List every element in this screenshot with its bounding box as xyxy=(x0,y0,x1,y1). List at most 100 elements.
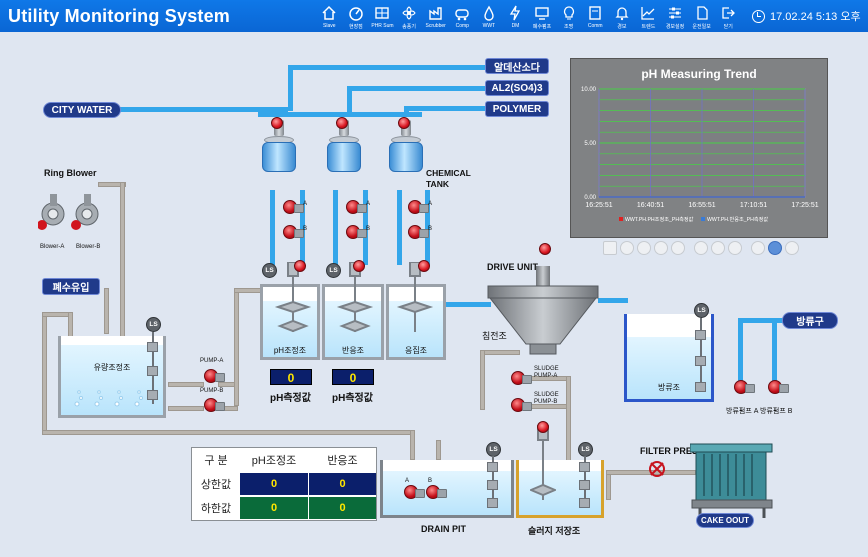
ls-sludge-float-1 xyxy=(579,462,590,472)
dosing-pump-3a[interactable] xyxy=(408,200,429,214)
blower-a-label: Blower-A xyxy=(40,244,65,250)
ls-sludge-float-2 xyxy=(579,480,590,490)
chart-refresh-button[interactable] xyxy=(751,241,765,255)
datetime-display: 17.02.24 5:13 오후 xyxy=(752,8,861,24)
pump-a-line xyxy=(168,382,204,387)
limit-table: 구 분 pH조정조 반응조 상한값 0 0 하한값 0 0 xyxy=(191,447,377,521)
nav-bulb[interactable]: 조명 xyxy=(555,2,582,30)
nav-logout[interactable]: 닫기 xyxy=(715,2,742,30)
legend-swatch-2 xyxy=(701,217,705,221)
nav-compressor[interactable]: Comp xyxy=(449,2,476,30)
lt-lower-reaction[interactable]: 0 xyxy=(309,497,376,519)
chemical-tank-1[interactable] xyxy=(262,120,296,176)
nav-label: DM xyxy=(511,23,520,29)
trend-icon xyxy=(641,7,655,20)
filter-valve-icon[interactable] xyxy=(648,460,666,478)
chart-next-button[interactable] xyxy=(694,241,708,255)
chem-tank-3-status-led[interactable] xyxy=(398,117,410,129)
sliders-icon xyxy=(669,7,682,19)
chem1-pipe-vertical xyxy=(288,65,293,111)
nav-gauge[interactable]: 현장점 xyxy=(343,2,370,30)
reaction-ph-value: 0 xyxy=(332,369,374,385)
dosing-pump-1b[interactable] xyxy=(283,225,304,239)
x-tick-label: 16:40:51 xyxy=(637,202,664,209)
chemical-tank-2[interactable] xyxy=(327,120,361,176)
chem-feed-1 xyxy=(270,190,275,265)
equalization-tank[interactable]: 유량조정조 xyxy=(58,336,166,418)
sludge-agitator-led[interactable] xyxy=(537,421,549,433)
nav-bolt[interactable]: DM xyxy=(502,2,529,30)
sludge-storage-label: 슬러지 저장조 xyxy=(528,526,581,536)
lt-upper-ph[interactable]: 0 xyxy=(240,473,308,495)
sludge-agitator-icon xyxy=(530,425,556,500)
chemical-tank-3[interactable] xyxy=(389,120,423,176)
ls-dis-float-2 xyxy=(695,356,706,366)
nav-sliders[interactable]: 경보설정 xyxy=(662,2,689,30)
city-water-label: CITY WATER xyxy=(43,102,121,118)
sludge-pump-a[interactable] xyxy=(511,371,532,385)
dosing-pump-3b[interactable] xyxy=(408,225,429,239)
ls-dis-float-3 xyxy=(695,382,706,392)
discharge-pump-b[interactable] xyxy=(768,380,789,394)
nav-label: Scrubber xyxy=(425,23,446,29)
dosing-pump-1a[interactable] xyxy=(283,200,304,214)
nav-water-drop[interactable]: WWT xyxy=(476,2,503,30)
chart-next-2-button[interactable] xyxy=(711,241,725,255)
nav-screen[interactable]: Comm xyxy=(582,2,609,30)
drive-unit-label: DRIVE UNIT xyxy=(487,262,539,272)
drive-unit-led[interactable] xyxy=(539,243,551,255)
discharge-pump-a[interactable] xyxy=(734,380,755,394)
transfer-pump-a[interactable] xyxy=(204,369,225,383)
sedimentation-clarifier[interactable] xyxy=(486,266,602,362)
chart-title: pH Measuring Trend xyxy=(641,67,757,81)
transfer-pump-b[interactable] xyxy=(204,398,225,412)
agitator-3-led[interactable] xyxy=(418,260,430,272)
drain-pump-b[interactable] xyxy=(426,485,447,499)
chart-settings-button[interactable] xyxy=(785,241,799,255)
chart-prev-2-button[interactable] xyxy=(637,241,651,255)
dosing-pump-2b[interactable] xyxy=(346,225,367,239)
x-tick-label: 16:55:51 xyxy=(688,202,715,209)
drain-pump-a[interactable] xyxy=(404,485,425,499)
chart-next-3-button[interactable] xyxy=(728,241,742,255)
ls-dis-float-1 xyxy=(695,330,706,340)
nav-label: 송풍기 xyxy=(402,24,416,30)
chem-tank-2-status-led[interactable] xyxy=(336,117,348,129)
chem3-pipe-vertical xyxy=(404,106,409,116)
nav-monitor[interactable]: 폐수펌프 xyxy=(529,2,556,30)
chart-prev-3-button[interactable] xyxy=(654,241,668,255)
legend-label-2: WWT.PH.반응조_PH측정값 xyxy=(707,215,768,223)
chart-prev-4-button[interactable] xyxy=(671,241,685,255)
chart-play-button[interactable] xyxy=(768,241,782,255)
agitator-1-led[interactable] xyxy=(294,260,306,272)
nav-fan[interactable]: 송풍기 xyxy=(396,2,423,30)
chart-page-first-button[interactable] xyxy=(603,241,617,255)
lt-upper-reaction[interactable]: 0 xyxy=(309,473,376,495)
nav-factory[interactable]: Scrubber xyxy=(422,2,449,30)
nav-home[interactable]: Slave xyxy=(316,2,343,30)
nav-document[interactable]: 운전일보 xyxy=(688,2,715,30)
filter-press-machine[interactable] xyxy=(690,440,780,522)
nav-trend[interactable]: 트렌드 xyxy=(635,2,662,30)
nav-bell[interactable]: 경보 xyxy=(609,2,636,30)
dosing-pump-2a[interactable] xyxy=(346,200,367,214)
chem-tank-1-status-led[interactable] xyxy=(271,117,283,129)
ph1-label: pH측정값 xyxy=(270,393,311,404)
lt-lower-ph[interactable]: 0 xyxy=(240,497,308,519)
y-tick-label: 5.00 xyxy=(584,141,596,147)
ls-discharge: LS xyxy=(694,303,709,318)
ls-sludge-float-3 xyxy=(579,498,590,508)
nav-label: Slave xyxy=(323,23,336,29)
chem3-label: POLYMER xyxy=(485,101,549,117)
nav-grid[interactable]: PHR Sum xyxy=(369,2,396,30)
chart-prev-button[interactable] xyxy=(620,241,634,255)
agitator-2-led[interactable] xyxy=(353,260,365,272)
ls-reaction: LS xyxy=(326,263,341,278)
dosing-1b-label: B xyxy=(303,226,308,232)
sludge-pump-b[interactable] xyxy=(511,398,532,412)
left-return-pipe xyxy=(42,312,47,434)
ring-blowers-icon[interactable] xyxy=(38,192,106,232)
chem1-label: 알데산소다 xyxy=(485,58,549,74)
monitor-icon xyxy=(535,7,549,20)
